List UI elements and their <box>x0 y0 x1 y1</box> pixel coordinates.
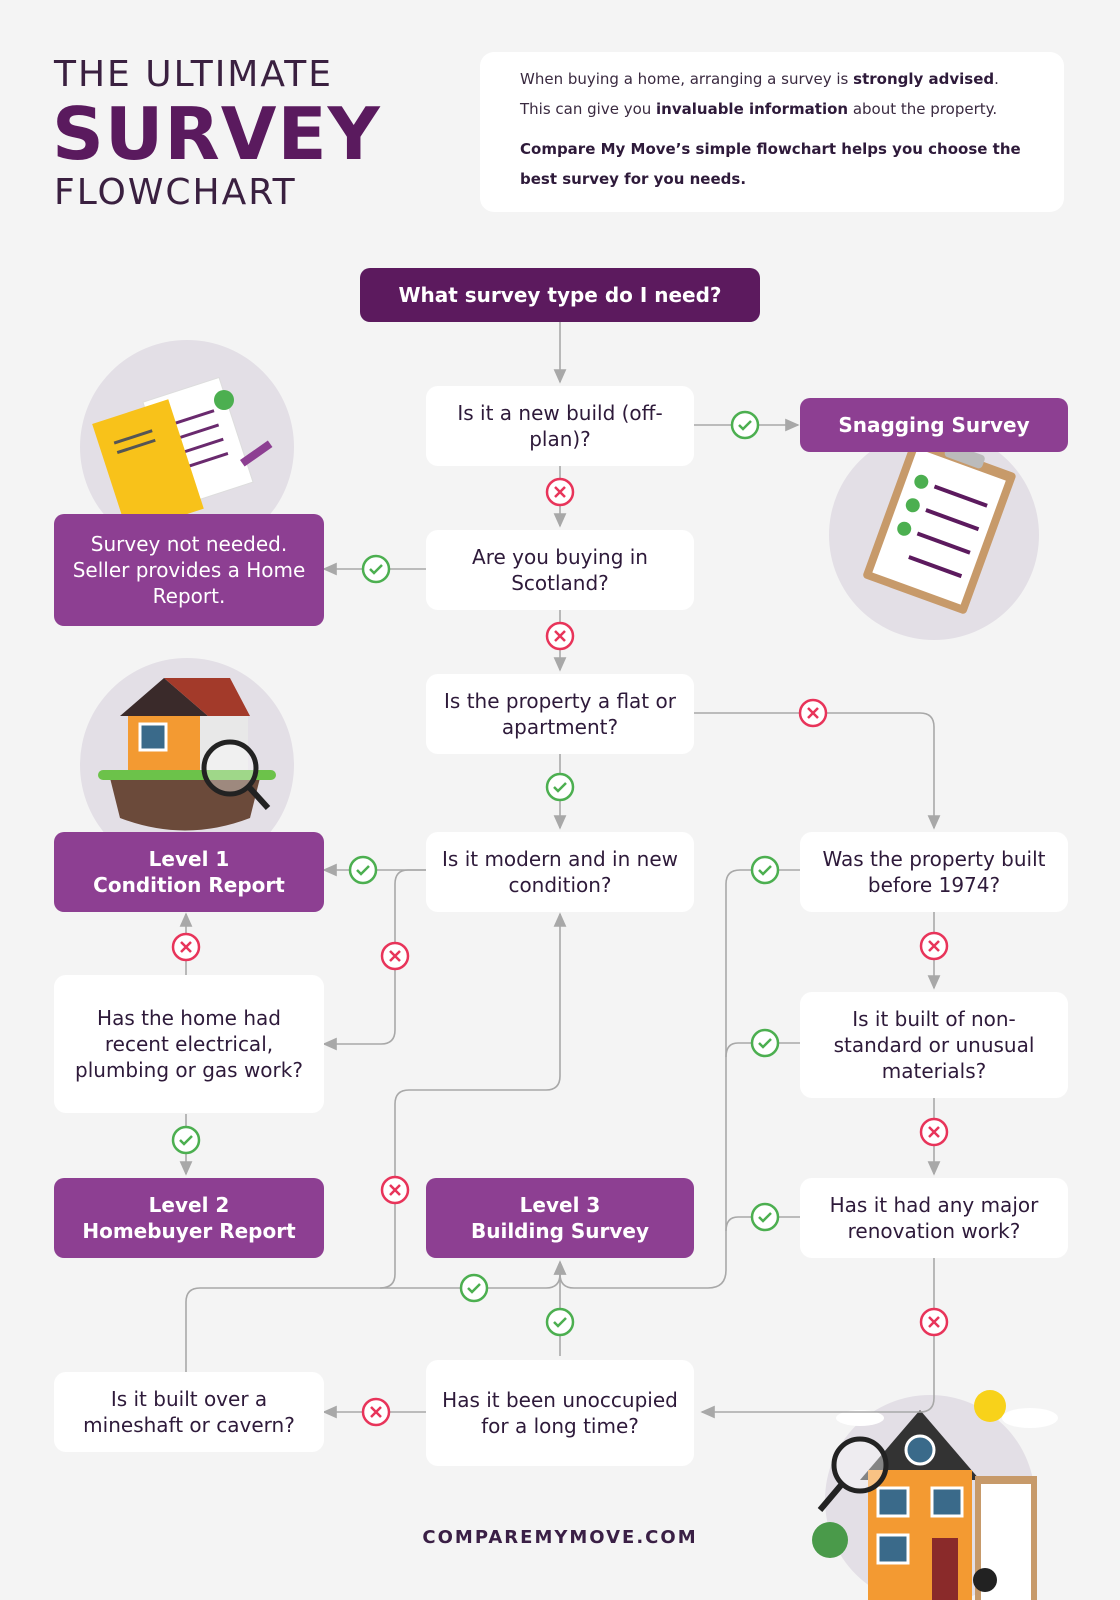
start-node: What survey type do I need? <box>360 268 760 322</box>
no-marker-1974 <box>919 931 949 961</box>
footer-site-url: COMPAREMYMOVE.COM <box>422 1527 698 1548</box>
yes-marker-newbuild <box>730 410 760 440</box>
no-marker-scotland <box>545 621 575 651</box>
question-flat: Is the property a flat or apartment? <box>426 674 694 754</box>
question-scotland: Are you buying in Scotland? <box>426 530 694 610</box>
yes-marker-nonstandard <box>750 1028 780 1058</box>
result-snagging-survey: Snagging Survey <box>800 398 1068 452</box>
yes-marker-electrical <box>171 1125 201 1155</box>
yes-marker-flat <box>545 772 575 802</box>
no-marker-modern <box>380 941 410 971</box>
house-cracked-ground-illustration <box>80 658 294 838</box>
title-survey: SURVEY <box>52 92 381 176</box>
question-mineshaft: Is it built over a mineshaft or cavern? <box>54 1372 324 1452</box>
level-3-name: Building Survey <box>470 1219 650 1243</box>
title-line-3: FLOWCHART <box>54 172 297 213</box>
question-unoccupied: Has it been unoccupied for a long time? <box>426 1360 694 1466</box>
result-level-1: Level 1 Condition Report <box>54 832 324 912</box>
intro-card: When buying a home, arranging a survey i… <box>480 52 1064 212</box>
level-1-name: Condition Report <box>93 873 285 897</box>
title-line-1: THE ULTIMATE <box>54 54 333 95</box>
level-2-heading: Level 2 <box>148 1193 230 1217</box>
level-1-heading: Level 1 <box>148 847 230 871</box>
yes-marker-1974 <box>750 855 780 885</box>
question-modern: Is it modern and in new condition? <box>426 832 694 912</box>
no-marker-electrical <box>171 932 201 962</box>
level-2-name: Homebuyer Report <box>82 1219 296 1243</box>
yes-marker-unoccupied <box>545 1307 575 1337</box>
question-1974: Was the property built before 1974? <box>800 832 1068 912</box>
question-nonstandard: Is it built of non-standard or unusual m… <box>800 992 1068 1098</box>
yes-marker-scotland <box>361 554 391 584</box>
house-inspection-illustration <box>812 1390 1058 1600</box>
result-no-survey: Survey not needed. Seller provides a Hom… <box>54 514 324 626</box>
question-renovation: Has it had any major renovation work? <box>800 1178 1068 1258</box>
question-electrical: Has the home had recent electrical, plum… <box>54 975 324 1113</box>
intro-text-1: When buying a home, arranging a survey i… <box>520 70 999 88</box>
question-new-build: Is it a new build (off-plan)? <box>426 386 694 466</box>
clipboard-illustration <box>829 430 1039 640</box>
level-3-heading: Level 3 <box>519 1193 601 1217</box>
document-folder-illustration <box>80 340 294 530</box>
no-marker-nonstandard <box>919 1117 949 1147</box>
intro-text-3: Compare My Move’s simple flowchart helps… <box>520 140 1021 158</box>
result-level-3: Level 3 Building Survey <box>426 1178 694 1258</box>
no-marker-unoccupied <box>361 1397 391 1427</box>
no-marker-flat <box>798 698 828 728</box>
result-level-2: Level 2 Homebuyer Report <box>54 1178 324 1258</box>
yes-marker-mineshaft <box>459 1273 489 1303</box>
no-marker-newbuild <box>545 477 575 507</box>
intro-text-4: best survey for you needs. <box>520 170 747 188</box>
yes-marker-modern <box>348 855 378 885</box>
no-marker-mineshaft <box>380 1175 410 1205</box>
no-marker-renovation <box>919 1307 949 1337</box>
intro-text-2: This can give you invaluable information… <box>520 100 998 118</box>
yes-marker-renovation <box>750 1202 780 1232</box>
